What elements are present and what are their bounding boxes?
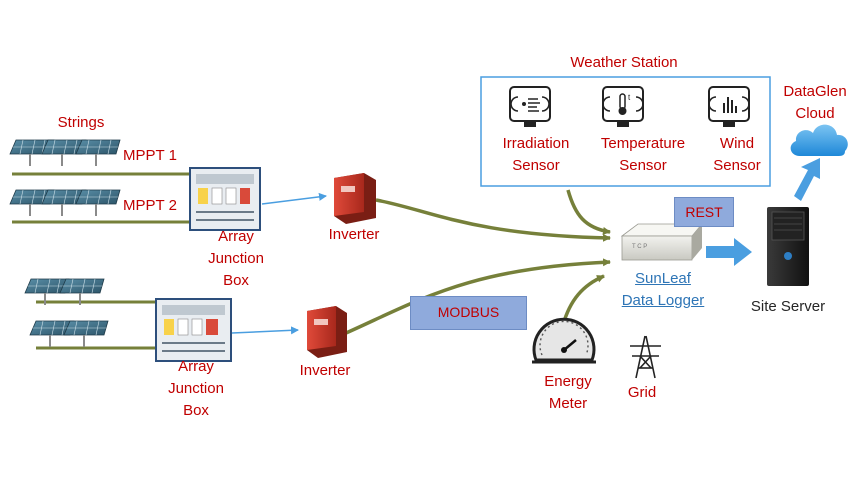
label-line: Array xyxy=(178,358,214,375)
data-logger-icon: T C P xyxy=(620,223,703,261)
server-icon xyxy=(767,207,809,286)
array-junction-box-label-top: Array Junction Box xyxy=(196,226,276,292)
logger-to-server-arrow xyxy=(706,238,752,266)
rest-protocol-tag: REST xyxy=(674,197,734,227)
junction-box-icon xyxy=(155,298,232,362)
modbus-protocol-tag: MODBUS xyxy=(410,296,527,330)
label-line: Sensor xyxy=(619,157,667,174)
label-line[interactable]: SunLeaf xyxy=(635,270,691,287)
wind-sensor-icon xyxy=(708,86,750,127)
strings-label: Strings xyxy=(57,114,105,131)
inverter-label-top: Inverter xyxy=(328,226,380,243)
site-server-label: Site Server xyxy=(750,298,826,315)
solar-panel-icon xyxy=(9,139,121,348)
grid-tower-icon xyxy=(630,335,661,379)
array-junction-box-label-bottom: Array Junction Box xyxy=(156,356,236,422)
label-line: Junction xyxy=(208,250,264,267)
inverter-icon xyxy=(334,173,376,224)
olive-connectors xyxy=(12,172,611,350)
svg-text:t: t xyxy=(628,93,631,102)
label-line[interactable]: Data Logger xyxy=(621,292,705,309)
wind-sensor-label: Wind Sensor xyxy=(702,133,772,177)
mppt2-label: MPPT 2 xyxy=(123,197,177,214)
label-line: Box xyxy=(183,402,209,419)
temperature-sensor-label: Temperature Sensor xyxy=(588,133,698,177)
label-line: Temperature xyxy=(600,135,686,152)
label-line: Wind xyxy=(719,135,755,152)
label-line: Cloud xyxy=(795,105,835,122)
energy-meter-icon xyxy=(532,317,596,364)
label-line: Irradiation xyxy=(502,135,570,152)
label-line: DataGlen xyxy=(783,83,847,100)
dataglen-cloud-label: DataGlen Cloud xyxy=(775,81,855,125)
sunleaf-data-logger-label[interactable]: SunLeaf Data Logger xyxy=(610,268,716,312)
label-line: Array xyxy=(218,228,254,245)
energy-meter-label: Energy Meter xyxy=(530,371,606,415)
meter-to-logger xyxy=(561,274,605,326)
inverter-label-bottom: Inverter xyxy=(299,362,351,379)
mppt1-label: MPPT 1 xyxy=(123,147,177,164)
temperature-sensor-icon: t xyxy=(602,86,644,127)
label-line: Energy xyxy=(544,373,592,390)
inverter-icon xyxy=(307,306,347,358)
label-line: Sensor xyxy=(512,157,560,174)
inverter-bottom-to-logger xyxy=(345,258,611,335)
label-line: Junction xyxy=(168,380,224,397)
label-line: Meter xyxy=(548,395,588,412)
blue-arrows xyxy=(231,158,820,335)
junction-box-icon xyxy=(189,167,261,231)
weather-to-logger xyxy=(566,189,611,235)
inverter-top-to-logger xyxy=(375,198,611,242)
irradiation-sensor-icon xyxy=(509,86,551,127)
cloud-icon xyxy=(790,124,848,156)
server-to-cloud-arrow xyxy=(794,158,820,201)
junction-bottom-to-inverter-arrow xyxy=(231,326,299,335)
svg-text:T C P: T C P xyxy=(632,244,647,250)
grid-label: Grid xyxy=(627,384,657,401)
junction-top-to-inverter-arrow xyxy=(261,192,327,205)
irradiation-sensor-label: Irradiation Sensor xyxy=(486,133,586,177)
weather-station-label: Weather Station xyxy=(570,54,678,71)
label-line: Box xyxy=(223,272,249,289)
label-line: Sensor xyxy=(713,157,761,174)
